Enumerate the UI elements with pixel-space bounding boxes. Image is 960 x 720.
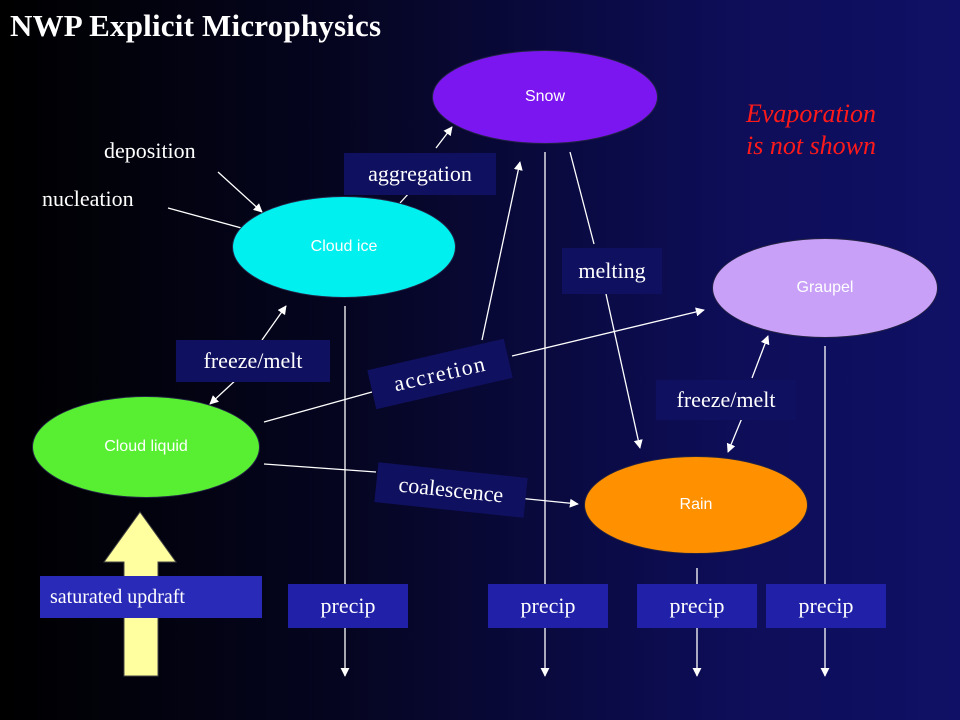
coalescence-arrow <box>517 497 579 508</box>
accretion-to-snow-arrow <box>481 161 523 341</box>
freeze-melt-left-arrow-bottom <box>209 377 239 405</box>
freeze-melt-right-arrow-top <box>751 335 770 379</box>
note-line-1: Evaporation <box>746 99 876 128</box>
accretion-to-graupel-arrow-tail <box>263 391 373 423</box>
rain-node: Rain <box>584 456 808 554</box>
freeze-melt-left-arrow-top <box>261 305 287 341</box>
deposition-arrow <box>217 171 263 213</box>
graupel-label: Graupel <box>796 279 854 296</box>
melting-arrow <box>605 293 643 449</box>
melting-arrow-top <box>569 151 595 245</box>
cloud-liquid-label: Cloud liquid <box>104 438 188 455</box>
saturated-updraft-label: saturated updraft <box>40 576 262 618</box>
deposition-label: deposition <box>104 138 196 163</box>
nucleation-label: nucleation <box>42 186 134 211</box>
page-title: NWP Explicit Microphysics <box>10 8 382 43</box>
freeze-melt-left-label: freeze/melt <box>176 340 330 382</box>
aggregation-label: aggregation <box>344 153 496 195</box>
graupel-node: Graupel <box>712 238 938 338</box>
accretion-to-graupel-arrow <box>511 307 705 357</box>
aggregation-arrow-head <box>435 126 453 149</box>
precip-graupel: precip <box>766 584 886 628</box>
snow-node: Snow <box>432 50 658 144</box>
freeze-melt-right-label: freeze/melt <box>656 380 796 420</box>
precip-snow: precip <box>488 584 608 628</box>
freeze-melt-right-arrow-bottom <box>726 417 743 453</box>
rain-label: Rain <box>679 496 713 513</box>
cloud-liquid-node: Cloud liquid <box>32 396 260 498</box>
cloud-ice-label: Cloud ice <box>310 238 378 255</box>
snow-label: Snow <box>524 88 566 105</box>
precip-rain: precip <box>637 584 757 628</box>
coalescence-arrow-tail <box>263 463 377 473</box>
precip-cloud-ice: precip <box>288 584 408 628</box>
cloud-ice-node: Cloud ice <box>232 196 456 298</box>
note-line-2: is not shown <box>746 131 877 160</box>
evaporation-note: Evaporation is not shown <box>746 98 946 162</box>
melting-label: melting <box>562 248 662 294</box>
